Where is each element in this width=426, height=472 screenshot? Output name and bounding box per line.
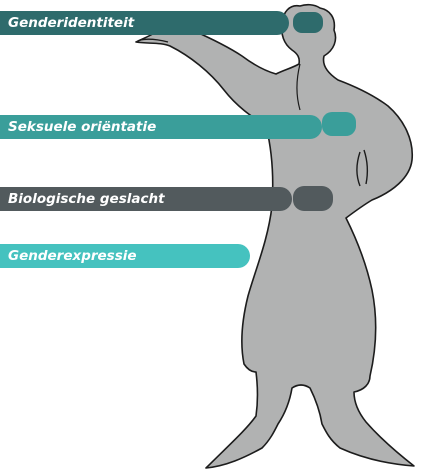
pelvis-marker <box>293 186 333 211</box>
label-sexual-orientation: Seksuele oriëntatie <box>0 115 322 139</box>
label-biological-sex: Biologische geslacht <box>0 187 292 211</box>
person-silhouette <box>136 5 414 468</box>
head-marker <box>293 12 323 33</box>
label-gender-expression: Genderexpressie <box>0 244 250 268</box>
label-gender-identity: Genderidentiteit <box>0 11 289 35</box>
heart-marker <box>322 112 356 136</box>
